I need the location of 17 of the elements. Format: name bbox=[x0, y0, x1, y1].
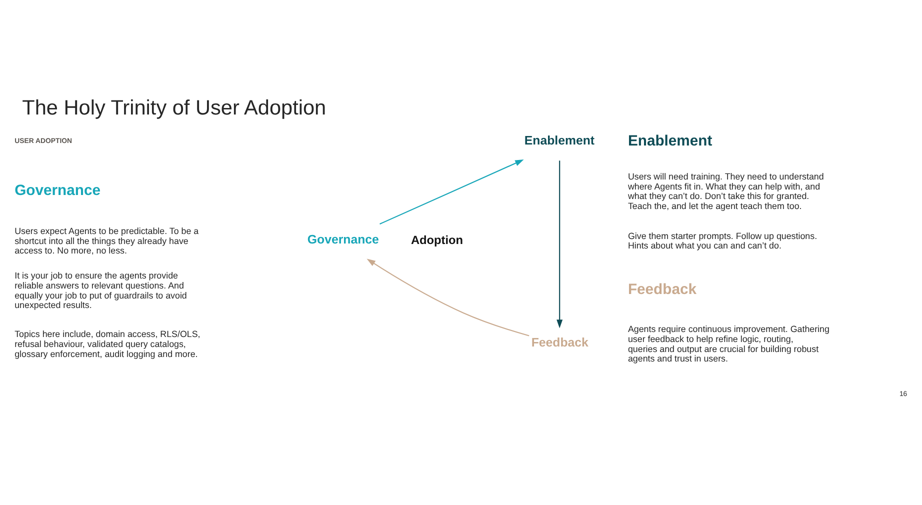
label: Users expect Agents to be predictable. To be a shortcut into all the things they already have access to. No more, no less. bbox=[14, 225, 199, 256]
label: Agents require continuous improvement. Gathering user feedback to help refine logic, routing, queries and output are crucial for building robust agents and trust in users. bbox=[628, 323, 830, 364]
arrow bbox=[380, 159, 524, 224]
label: Users will need training. They need to understand where Agents fit in. What they can help with, and what they can’t do. Don’t take this for granted. Teach the, and let the agent teach them too. bbox=[628, 170, 824, 211]
label: Give them starter prompts. Follow up questions. Hints about what you can and can’t do. bbox=[628, 230, 818, 250]
label: It is your job to ensure the agents provide reliable answers to relevant questions. And equally your job to put of guardrails to avoid unexpected results. bbox=[14, 270, 187, 310]
node-text: Governance bbox=[307, 232, 379, 246]
diagram-title: The Holy Trinity of User Adoption bbox=[22, 96, 326, 120]
label: Governance bbox=[14, 182, 101, 199]
node-text: Feedback bbox=[531, 335, 588, 350]
node-text: Enablement bbox=[524, 133, 595, 147]
label: Feedback bbox=[628, 282, 697, 298]
arrow bbox=[556, 160, 563, 328]
label: Enablement bbox=[628, 132, 712, 149]
arrow bbox=[366, 258, 530, 336]
label: Adoption bbox=[410, 232, 464, 247]
label: Topics here include, domain access, RLS/OLS, refusal behaviour, validated query catalogs, glossary enforcement, audit logging and more. bbox=[14, 328, 200, 358]
